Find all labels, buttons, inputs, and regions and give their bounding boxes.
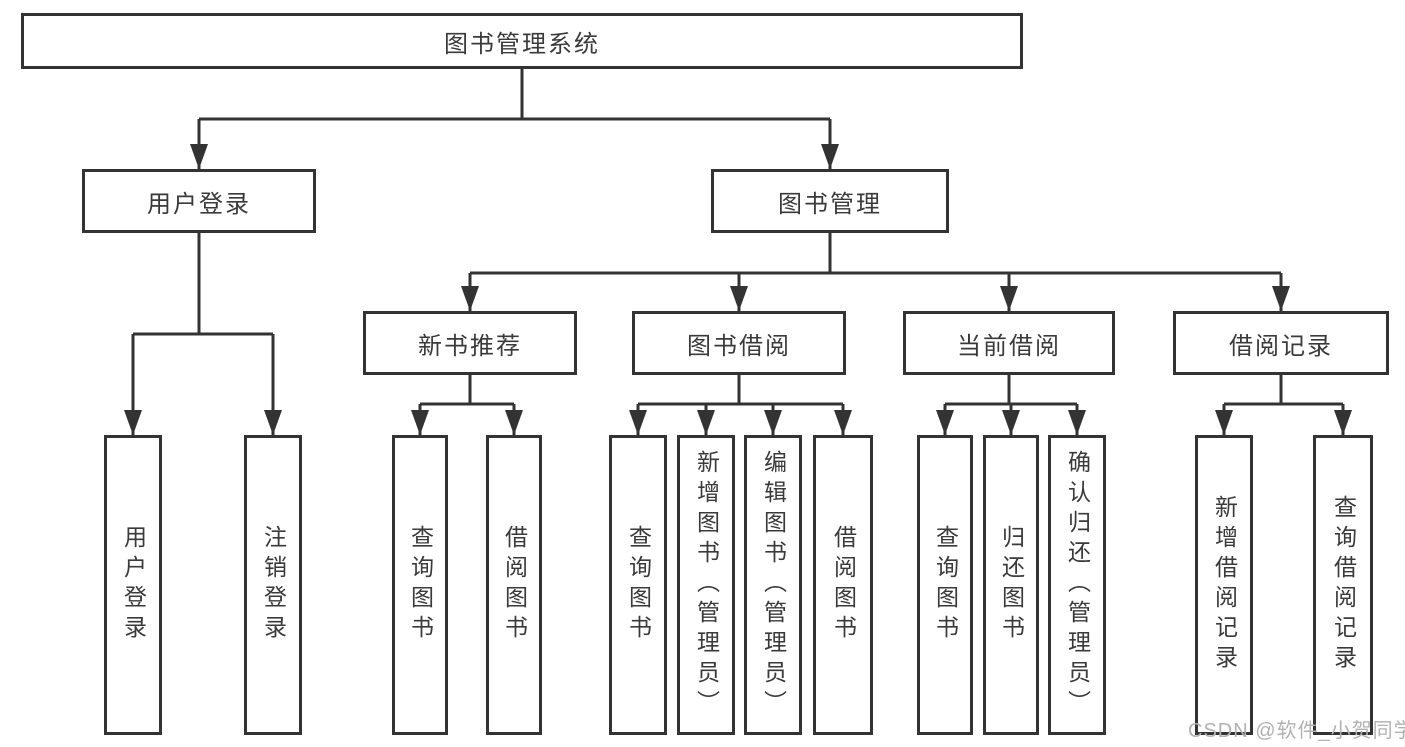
node-book-management-label: 图书管理 bbox=[778, 190, 882, 218]
leaf-borrow-edit-book-admin-label: 编辑图书（管理员） bbox=[760, 450, 787, 720]
csdn-watermark: CSDN @软件_小贺同学 bbox=[1188, 720, 1405, 742]
connector-current-trunk bbox=[945, 375, 1077, 406]
node-borrow-records-label: 借阅记录 bbox=[1229, 332, 1333, 360]
leaf-borrow-borrow-book: 借阅图书 bbox=[813, 435, 873, 735]
node-new-book-recommend-label: 新书推荐 bbox=[418, 332, 522, 360]
leaf-current-return-book: 归还图书 bbox=[983, 435, 1039, 735]
node-book-borrow: 图书借阅 bbox=[632, 311, 846, 375]
node-new-book-recommend: 新书推荐 bbox=[363, 311, 577, 375]
leaf-borrow-query-book-label: 查询图书 bbox=[625, 525, 652, 645]
connector-borrow-trunk bbox=[638, 375, 843, 406]
leaf-current-confirm-return-admin: 确认归还（管理员） bbox=[1048, 435, 1106, 735]
node-user-login-label: 用户登录 bbox=[147, 190, 251, 218]
leaf-current-query-book-label: 查询图书 bbox=[932, 525, 959, 645]
node-root-label: 图书管理系统 bbox=[444, 30, 600, 58]
leaf-borrow-edit-book-admin: 编辑图书（管理员） bbox=[744, 435, 802, 735]
leaf-records-add-record-label: 新增借阅记录 bbox=[1211, 495, 1238, 675]
leaf-current-return-book-label: 归还图书 bbox=[998, 525, 1025, 645]
node-user-login: 用户登录 bbox=[82, 169, 316, 233]
leaf-recommend-query-book: 查询图书 bbox=[392, 435, 448, 735]
leaf-borrow-add-book-admin-label: 新增图书（管理员） bbox=[693, 450, 720, 720]
leaf-user-login-label: 用户登录 bbox=[120, 525, 147, 645]
leaf-borrow-add-book-admin: 新增图书（管理员） bbox=[677, 435, 735, 735]
connector-book-management-trunk bbox=[470, 233, 1281, 275]
leaf-recommend-borrow-book-label: 借阅图书 bbox=[501, 525, 528, 645]
leaf-logout: 注销登录 bbox=[244, 435, 302, 735]
leaf-records-query-record: 查询借阅记录 bbox=[1313, 435, 1373, 735]
leaf-records-query-record-label: 查询借阅记录 bbox=[1330, 495, 1357, 675]
connector-records-trunk bbox=[1224, 375, 1343, 406]
connector-user-login-trunk bbox=[133, 233, 273, 336]
connector-group bbox=[124, 69, 1352, 435]
connector-recommend-trunk bbox=[420, 375, 514, 406]
node-borrow-records: 借阅记录 bbox=[1173, 311, 1389, 375]
leaf-records-add-record: 新增借阅记录 bbox=[1195, 435, 1253, 735]
leaf-user-login: 用户登录 bbox=[104, 435, 162, 735]
leaf-recommend-borrow-book: 借阅图书 bbox=[486, 435, 542, 735]
node-book-management: 图书管理 bbox=[711, 169, 949, 233]
node-root: 图书管理系统 bbox=[21, 13, 1023, 69]
leaf-recommend-query-book-label: 查询图书 bbox=[407, 525, 434, 645]
node-current-borrow-label: 当前借阅 bbox=[957, 332, 1061, 360]
leaf-logout-label: 注销登录 bbox=[260, 525, 287, 645]
leaf-current-confirm-return-admin-label: 确认归还（管理员） bbox=[1064, 450, 1091, 720]
leaf-current-query-book: 查询图书 bbox=[917, 435, 973, 735]
leaf-borrow-borrow-book-label: 借阅图书 bbox=[830, 525, 857, 645]
node-current-borrow: 当前借阅 bbox=[903, 311, 1115, 375]
leaf-borrow-query-book: 查询图书 bbox=[609, 435, 667, 735]
node-book-borrow-label: 图书借阅 bbox=[687, 332, 791, 360]
connector-root-trunk bbox=[199, 69, 830, 121]
